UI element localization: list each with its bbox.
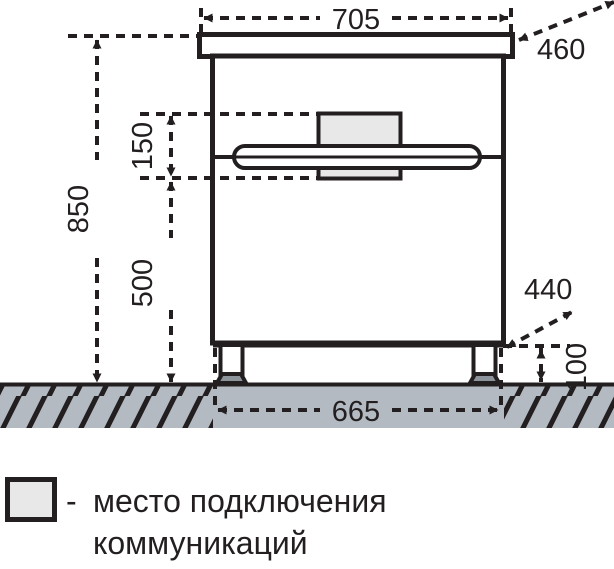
- floor-band: [0, 382, 614, 428]
- dim-150-label: 150: [127, 122, 159, 170]
- dim-440-leader: [506, 310, 573, 349]
- dimension-665: 665: [217, 396, 499, 428]
- legend-line-1: место подключения: [93, 483, 387, 519]
- dim-100-label: 100: [561, 343, 593, 391]
- floor-hatch-left: [0, 383, 213, 428]
- cabinet-assembly: [197, 32, 515, 385]
- floor-hatch-right: [504, 383, 614, 428]
- dim-850-label: 850: [63, 185, 95, 233]
- leg-right-foot: [466, 372, 503, 385]
- dimension-150: 150: [127, 115, 176, 177]
- dimension-850: 850: [63, 39, 102, 383]
- dim-460-label: 460: [537, 34, 585, 66]
- floor-plain-middle: [213, 383, 504, 428]
- leg-right: [466, 343, 503, 385]
- connection-area-swatch: [5, 477, 57, 522]
- dim-460-leader: [518, 0, 614, 42]
- dim-500-label: 500: [127, 259, 159, 307]
- leg-left: [213, 343, 250, 385]
- dimension-440: 440: [506, 274, 573, 349]
- dimension-705: 705: [203, 4, 509, 36]
- legend-dash: -: [66, 483, 77, 519]
- legend: - место подключения коммуникаций: [5, 477, 387, 561]
- dimension-460: 460: [518, 0, 614, 66]
- dim-665-label: 665: [332, 396, 380, 428]
- countertop-slab: [197, 32, 515, 59]
- dim-440-label: 440: [524, 274, 572, 306]
- dimension-500: 500: [127, 181, 176, 383]
- dimension-100: 100: [536, 343, 593, 391]
- leg-left-foot: [213, 372, 250, 385]
- cabinet-body: [210, 53, 506, 346]
- dim-705-label: 705: [332, 4, 380, 36]
- legend-line-2: коммуникаций: [93, 525, 308, 561]
